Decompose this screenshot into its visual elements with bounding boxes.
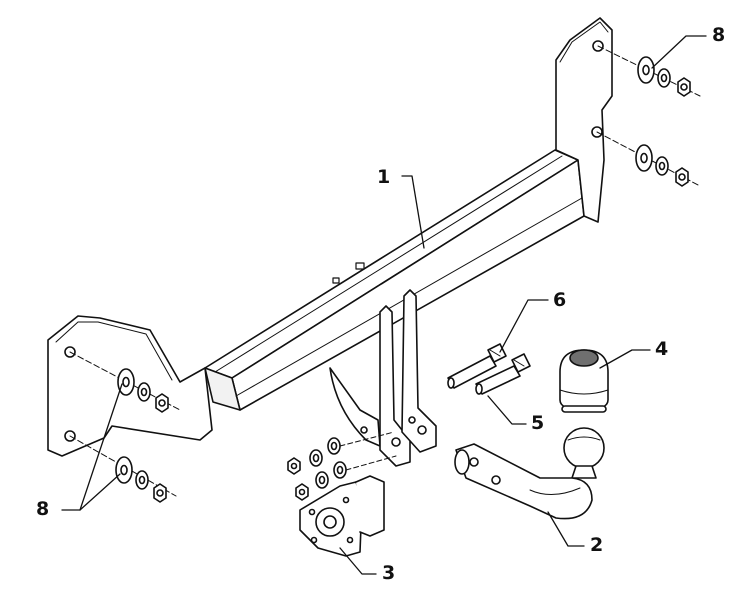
leader-5 (487, 395, 527, 425)
hardware-set-top-right (596, 45, 701, 187)
socket-plate (299, 475, 385, 557)
leader-2 (547, 511, 585, 547)
callout-1: 1 (377, 166, 391, 188)
center-hardware (287, 431, 397, 501)
leader-lines (61, 35, 707, 575)
right-side-bracket (555, 17, 613, 223)
callout-2: 2 (590, 534, 604, 556)
center-mounting-plates (329, 289, 437, 467)
cross-beam (204, 149, 585, 411)
leader-8-top (651, 35, 707, 69)
leader-6 (499, 299, 549, 353)
callout-3: 3 (382, 562, 396, 584)
leader-8-left-b (79, 473, 121, 511)
callout-5: 5 (531, 412, 545, 434)
tow-ball-neck (454, 427, 605, 520)
bolt-lower (475, 353, 531, 395)
callout-8-top: 8 (712, 24, 726, 46)
hardware-set-bottom-left (69, 351, 181, 503)
callout-6: 6 (553, 289, 567, 311)
leader-1 (401, 175, 425, 249)
ball-cover (559, 349, 609, 413)
leader-4 (599, 349, 651, 369)
leader-3 (339, 547, 377, 575)
callout-8-left: 8 (36, 498, 50, 520)
callout-4: 4 (655, 338, 669, 360)
